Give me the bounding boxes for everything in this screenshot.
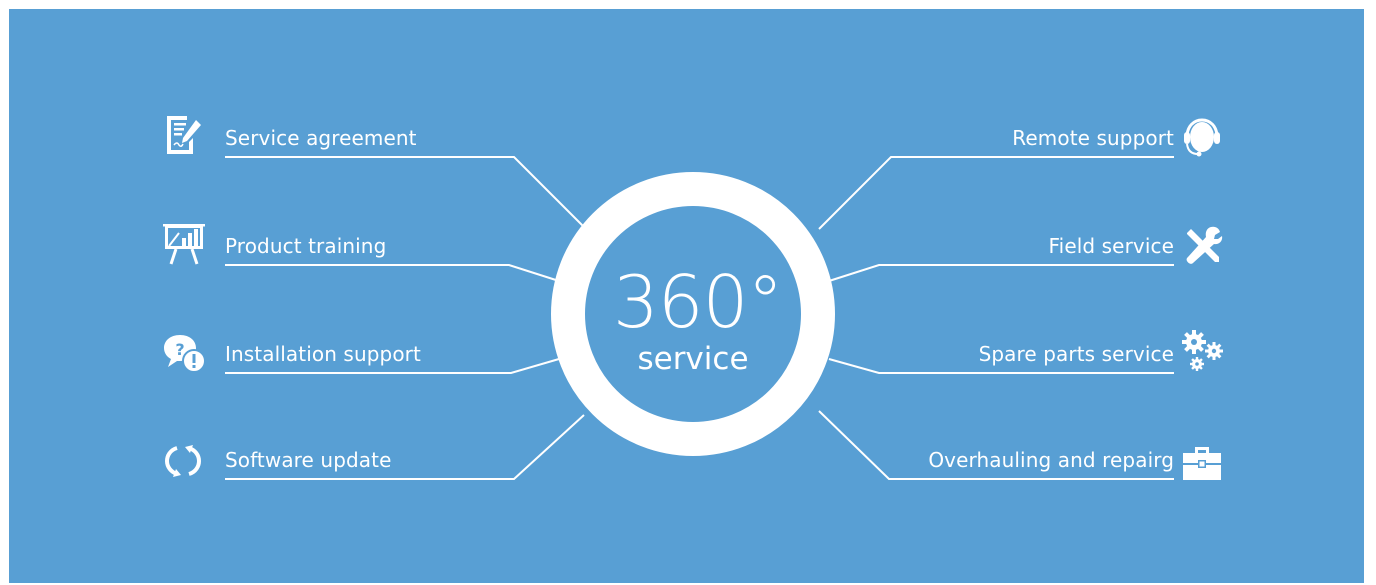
chat-question-icon: ? [162,331,206,375]
right-item-label-3: Spare parts service [978,342,1174,366]
connector-left-2 [225,264,560,282]
center-number: 360° [613,260,783,344]
tools-icon [1181,223,1225,267]
left-item-label-1: Service agreement [225,126,417,150]
headset-icon [1180,116,1224,160]
connector-left-1 [225,156,585,228]
right-item-label-2: Field service [1048,234,1174,258]
center-label: service [637,341,749,377]
svg-text:?: ? [175,340,184,359]
right-item-label-4: Overhauling and repairg [928,448,1174,472]
gears-icon [1180,329,1224,373]
connector-right-4 [818,410,1174,480]
center-ring [551,172,835,456]
connector-left-4 [225,414,585,480]
toolbox-icon [1180,439,1224,483]
diagram-panel: 360° service Service agreement Product t… [9,9,1364,583]
connector-lines [225,156,1174,480]
connector-right-2 [828,264,1174,282]
left-item-label-4: Software update [225,448,392,472]
right-item-label-1: Remote support [1012,126,1174,150]
left-item-label-2: Product training [225,234,387,258]
connector-right-3 [828,358,1174,374]
connector-right-1 [818,156,1174,230]
refresh-icon [161,439,205,483]
left-item-label-3: Installation support [225,342,421,366]
contract-icon [161,112,205,156]
connector-left-3 [225,358,560,374]
presentation-board-icon [162,221,206,265]
